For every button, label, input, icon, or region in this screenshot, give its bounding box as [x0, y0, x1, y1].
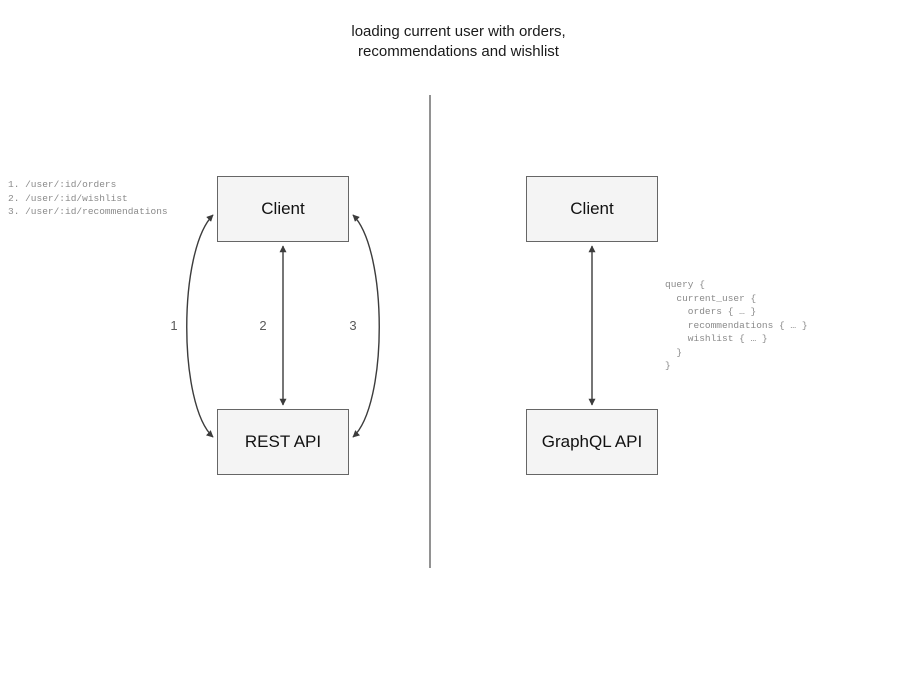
node-label: Client	[261, 199, 305, 218]
node-graphql-api[interactable]: GraphQL API	[526, 409, 658, 475]
edge-3-curve	[352, 214, 380, 438]
edge-label-3: 3	[349, 318, 357, 333]
node-label: REST API	[244, 432, 322, 451]
node-label: Client	[570, 199, 614, 218]
page-title: loading current user with orders, recomm…	[351, 23, 566, 60]
edge-label-2: 2	[259, 318, 267, 333]
rest-endpoints-annotation: 1. /user/:id/orders 2. /user/:id/wishlis…	[8, 179, 168, 217]
node-rest-api[interactable]: REST API	[217, 409, 349, 475]
node-client-graphql[interactable]: Client	[526, 176, 658, 242]
node-label: GraphQL API	[541, 432, 643, 451]
edge-1-curve	[186, 214, 214, 438]
node-client-rest[interactable]: Client	[217, 176, 349, 242]
edge-label-1: 1	[170, 318, 178, 333]
graphql-query-annotation: query { current_user { orders { … } reco…	[665, 279, 808, 371]
